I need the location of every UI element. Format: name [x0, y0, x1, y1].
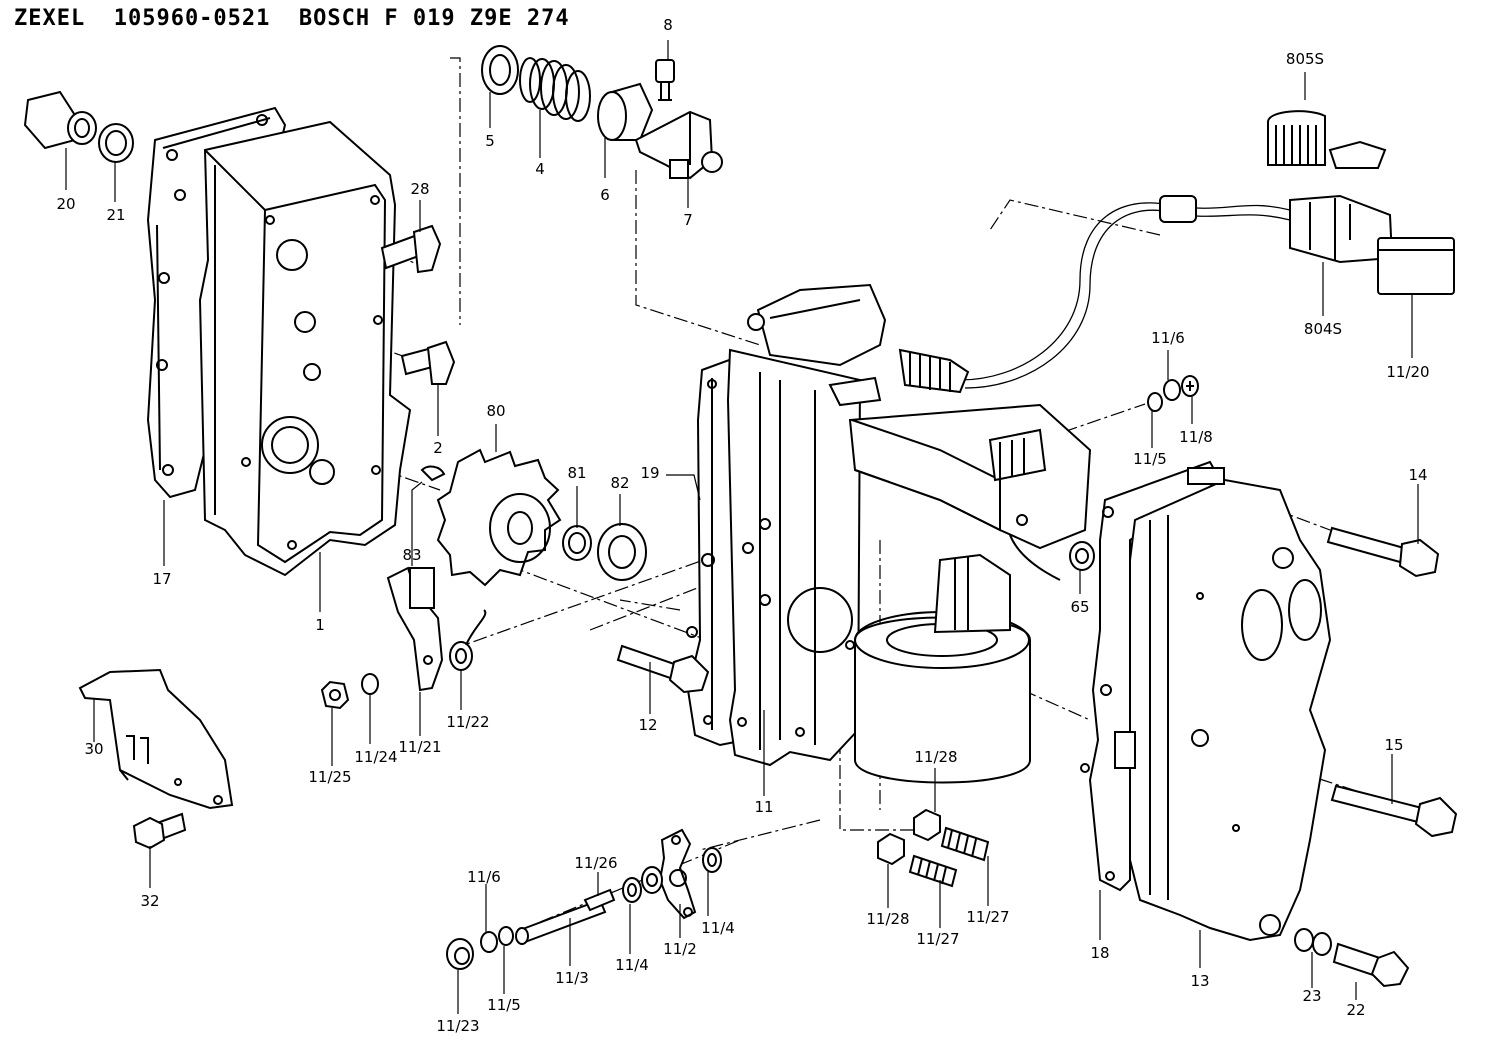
part-label-11-22: 11/22	[446, 713, 489, 731]
bolt-2	[400, 340, 456, 385]
part-label-17: 17	[152, 570, 171, 588]
stud-11-27b	[908, 854, 958, 888]
part-label-11-5b: 11/5	[1133, 450, 1167, 468]
part-labels: 1 2 4 5 6 7 8 11 11/2 11/3 11/4 11/4 11/…	[56, 16, 1429, 1035]
part-label-8: 8	[663, 16, 673, 34]
part-label-1: 1	[315, 616, 325, 634]
part-label-11-27a: 11/27	[916, 930, 959, 948]
part-label-13: 13	[1190, 972, 1209, 990]
part-label-32: 32	[140, 892, 159, 910]
washers-23	[1294, 928, 1332, 956]
nut-11-25	[320, 680, 350, 710]
spring-4	[519, 57, 591, 122]
part-label-11-3: 11/3	[555, 969, 589, 987]
circlip-81	[562, 525, 592, 561]
part-label-11-6a: 11/6	[467, 868, 501, 886]
bolt-28	[380, 224, 442, 274]
pin-11-26	[583, 888, 616, 912]
part-label-11-21: 11/21	[398, 738, 441, 756]
screw-8	[655, 59, 675, 101]
washer-11-6a	[480, 931, 498, 953]
bolt-12	[616, 644, 710, 694]
part-label-11-2: 11/2	[663, 940, 697, 958]
part-label-80: 80	[486, 402, 505, 420]
part-label-11-4a: 11/4	[615, 956, 649, 974]
housing-1	[198, 120, 412, 577]
sensor-top	[747, 283, 970, 407]
part-label-7: 7	[683, 211, 693, 229]
part-label-804S: 804S	[1304, 320, 1342, 338]
spacer-65	[1069, 541, 1095, 571]
part-label-11-23: 11/23	[436, 1017, 479, 1035]
part-label-11-25: 11/25	[308, 768, 351, 786]
part-label-4: 4	[535, 160, 545, 178]
part-label-28: 28	[410, 180, 429, 198]
nut-11-28b	[877, 832, 905, 866]
lever-11-2	[658, 828, 697, 920]
part-label-11-8: 11/8	[1179, 428, 1213, 446]
part-label-65: 65	[1070, 598, 1089, 616]
sensor-bracket-7	[634, 110, 723, 180]
bushing	[641, 866, 663, 894]
part-label-11-27b: 11/27	[966, 908, 1009, 926]
part-label-11: 11	[754, 798, 773, 816]
part-label-2: 2	[433, 439, 443, 457]
part-label-20: 20	[56, 195, 75, 213]
part-label-82: 82	[610, 474, 629, 492]
oring-11-5a	[498, 926, 514, 946]
part-label-11-6b: 11/6	[1151, 329, 1185, 347]
part-label-15: 15	[1384, 736, 1403, 754]
electronic-module	[848, 403, 1092, 634]
part-label-11-4b: 11/4	[701, 919, 735, 937]
part-label-11-5a: 11/5	[487, 996, 521, 1014]
bolt-15	[1330, 784, 1458, 838]
spring-11-22	[449, 609, 487, 671]
part-label-6: 6	[600, 186, 610, 204]
part-label-23: 23	[1302, 987, 1321, 1005]
lever-11-21	[386, 566, 444, 692]
cap-5	[481, 45, 519, 95]
housing-11	[726, 348, 862, 767]
part-label-11-20: 11/20	[1386, 363, 1429, 381]
bolt-32	[132, 812, 187, 850]
part-label-14: 14	[1408, 466, 1427, 484]
bolt-14	[1326, 526, 1440, 578]
part-label-30: 30	[84, 740, 103, 758]
bearing-82	[597, 523, 647, 581]
wire-harness	[959, 110, 1455, 389]
washer-11-24	[361, 673, 379, 695]
shaft-11-3	[515, 898, 607, 945]
cover-13	[1114, 467, 1332, 942]
gear-80	[436, 448, 562, 587]
cap-11-23	[446, 938, 474, 970]
part-label-11-24: 11/24	[354, 748, 397, 766]
part-label-18: 18	[1090, 944, 1109, 962]
part-label-81: 81	[567, 464, 586, 482]
part-label-11-28b: 11/28	[914, 748, 957, 766]
bracket-30	[78, 668, 234, 810]
piston-6	[597, 82, 654, 141]
washer-21	[98, 123, 134, 163]
part-label-12: 12	[638, 716, 657, 734]
washers-11-5-11-6-11-8	[1147, 375, 1199, 412]
part-label-805S: 805S	[1286, 50, 1324, 68]
washer-11-4b	[622, 877, 642, 903]
part-label-5: 5	[485, 132, 495, 150]
part-label-11-26: 11/26	[574, 854, 617, 872]
part-label-19: 19	[640, 464, 659, 482]
part-label-11-28a: 11/28	[866, 910, 909, 928]
leader-lines	[65, 40, 1419, 1014]
bolt-22	[1332, 942, 1410, 988]
plug-20	[23, 90, 97, 150]
part-label-22: 22	[1346, 1001, 1365, 1019]
key-83	[420, 465, 446, 482]
washer-11-4a	[702, 847, 722, 873]
diagram-title: ZEXEL 105960-0521 BOSCH F 019 Z9E 274	[14, 6, 570, 31]
nut-11-28a	[913, 808, 941, 842]
stud-11-27a	[940, 826, 990, 862]
part-label-83: 83	[402, 546, 421, 564]
part-label-21: 21	[106, 206, 125, 224]
solenoid-body	[854, 611, 1031, 784]
